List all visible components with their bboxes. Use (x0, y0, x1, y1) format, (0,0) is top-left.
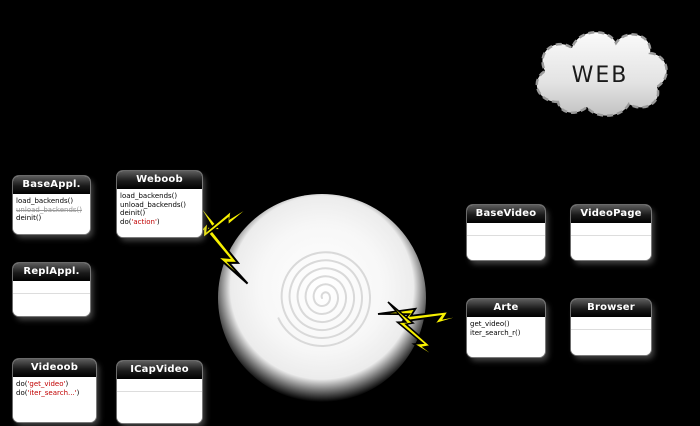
class-title-weboob: Weboob (117, 171, 202, 189)
class-basevideo: BaseVideo (467, 205, 545, 260)
class-browser: Browser (571, 299, 651, 355)
class-title-replappl: ReplAppl. (13, 263, 90, 281)
class-body-weboob: load_backends() unload_backends() deinit… (117, 189, 202, 237)
method-text: do( (120, 217, 132, 226)
method-line: deinit() (16, 214, 87, 223)
spiral-vortex (218, 194, 426, 402)
method-text: load_backends() (16, 197, 74, 205)
method-text: unload_backends() (16, 205, 83, 214)
web-cloud: WEB (535, 31, 668, 117)
compartment-divider (571, 329, 651, 330)
class-body-basevideo (467, 223, 545, 260)
compartment-divider (571, 235, 651, 236)
method-text: deinit() (16, 214, 42, 222)
method-text: unload_backends() (120, 200, 187, 209)
class-title-browser: Browser (571, 299, 651, 317)
method-text: ) (65, 380, 69, 388)
method-text: do( (16, 380, 28, 388)
method-text: ) (76, 388, 80, 397)
class-title-videopage: VideoPage (571, 205, 651, 223)
class-body-arte: get_video() iter_search_r() (467, 317, 545, 357)
method-text: deinit() (120, 209, 146, 217)
class-body-replappl (13, 281, 90, 316)
method-text-highlight: 'iter_search...' (27, 388, 77, 397)
class-title-baseappl: BaseAppl. (13, 176, 90, 194)
method-line: load_backends() (120, 192, 199, 201)
method-line: unload_backends() (120, 201, 199, 210)
compartment-divider (13, 293, 90, 294)
class-body-videopage (571, 223, 651, 260)
class-body-videoob: do('get_video') do('iter_search...') (13, 377, 96, 422)
class-replappl: ReplAppl. (13, 263, 90, 316)
class-icapvideo: ICapVideo (117, 361, 202, 423)
class-title-icapvideo: ICapVideo (117, 361, 202, 379)
compartment-divider (117, 391, 202, 392)
class-body-icapvideo (117, 379, 202, 423)
method-line: iter_search_r() (470, 329, 542, 338)
method-text: get_video() (470, 320, 510, 328)
method-line: do('get_video') (16, 380, 93, 389)
compartment-divider (467, 235, 545, 236)
spiral-icon (277, 251, 371, 347)
method-text-highlight: 'get_video' (27, 380, 66, 388)
method-text: ) (156, 217, 160, 226)
method-text-highlight: 'action' (131, 217, 157, 226)
class-videoob: Videoob do('get_video') do('iter_search.… (13, 359, 96, 422)
class-arte: Arte get_video() iter_search_r() (467, 299, 545, 357)
class-weboob: Weboob load_backends() unload_backends()… (117, 171, 202, 237)
method-line: deinit() (120, 209, 199, 218)
class-title-arte: Arte (467, 299, 545, 317)
class-videopage: VideoPage (571, 205, 651, 260)
method-line: get_video() (470, 320, 542, 329)
class-body-baseappl: load_backends() unload_backends() deinit… (13, 194, 90, 234)
method-text: load_backends() (120, 192, 178, 200)
method-line: do('iter_search...') (16, 389, 93, 398)
cloud-outline (535, 31, 668, 117)
class-title-videoob: Videoob (13, 359, 96, 377)
method-text: iter_search_r() (470, 328, 521, 337)
class-title-basevideo: BaseVideo (467, 205, 545, 223)
method-text: do( (16, 388, 28, 397)
class-baseappl: BaseAppl. load_backends() unload_backend… (13, 176, 90, 234)
method-line: load_backends() (16, 197, 87, 206)
class-body-browser (571, 317, 651, 355)
method-line: do('action') (120, 218, 199, 227)
web-label: WEB (572, 63, 629, 88)
method-line: unload_backends() (16, 206, 87, 215)
